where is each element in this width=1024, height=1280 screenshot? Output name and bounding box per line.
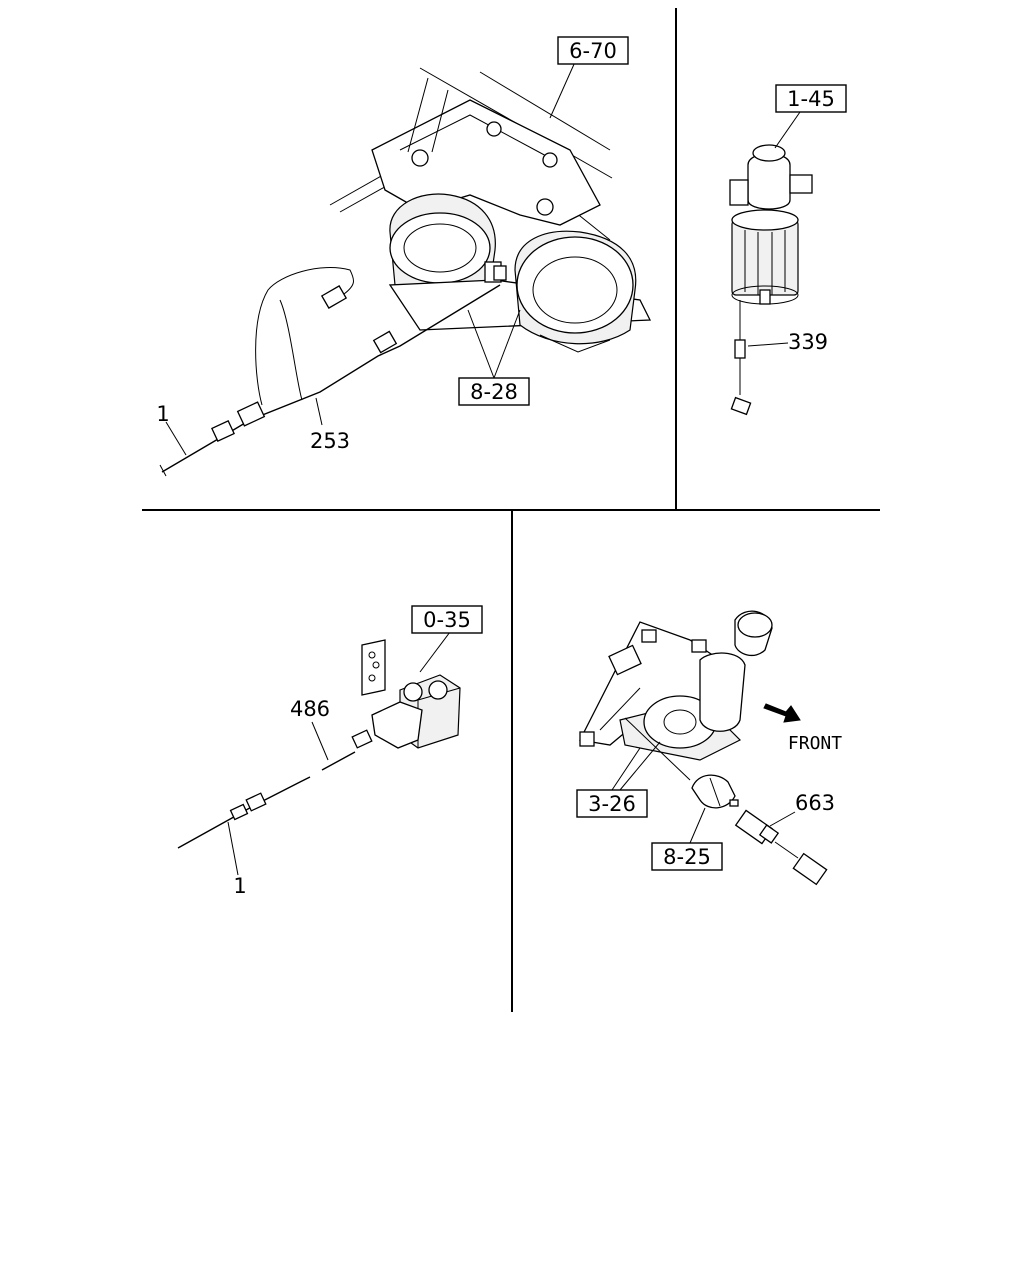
ref-box-1-45: 1-45 <box>775 84 847 113</box>
leader-lines-bottom-right <box>611 717 796 844</box>
panel-bottom-right: 3-26 8-25 663 FRONT <box>576 610 842 886</box>
ref-label-0-35: 0-35 <box>423 608 471 632</box>
panel-dividers <box>142 8 880 1012</box>
ref-label-6-70: 6-70 <box>569 39 617 63</box>
panel-top-right: 1-45 339 <box>729 84 847 416</box>
pump-assembly-illustration <box>579 610 828 886</box>
part-label-339: 339 <box>788 330 828 354</box>
part-label-1-bottom: 1 <box>233 874 246 898</box>
part-label-663: 663 <box>795 791 835 815</box>
panel-bottom-left: 0-35 486 1 <box>177 605 483 898</box>
leader-lines-bottom-left <box>227 631 451 876</box>
horn-assembly-illustration <box>159 67 652 477</box>
ref-box-8-28: 8-28 <box>458 377 530 406</box>
ref-box-0-35: 0-35 <box>411 605 483 634</box>
leader-lines-top-right <box>747 111 801 347</box>
part-label-253: 253 <box>310 429 350 453</box>
ref-box-8-25: 8-25 <box>651 842 723 871</box>
fuel-filter-illustration <box>729 144 813 416</box>
ref-label-8-25: 8-25 <box>663 845 711 869</box>
ref-label-3-26: 3-26 <box>588 792 636 816</box>
front-arrow-icon <box>763 703 801 723</box>
ref-box-3-26: 3-26 <box>576 789 648 818</box>
part-label-1-top: 1 <box>156 402 169 426</box>
ref-label-1-45: 1-45 <box>787 87 835 111</box>
ref-label-8-28: 8-28 <box>470 380 518 404</box>
leader-lines-top-left <box>165 61 576 456</box>
sensor-bracket-illustration <box>177 639 461 849</box>
part-label-486: 486 <box>290 697 330 721</box>
panel-top-left: 6-70 8-28 1 253 <box>156 36 652 477</box>
ref-box-6-70: 6-70 <box>557 36 629 65</box>
front-direction-label: FRONT <box>788 733 842 754</box>
